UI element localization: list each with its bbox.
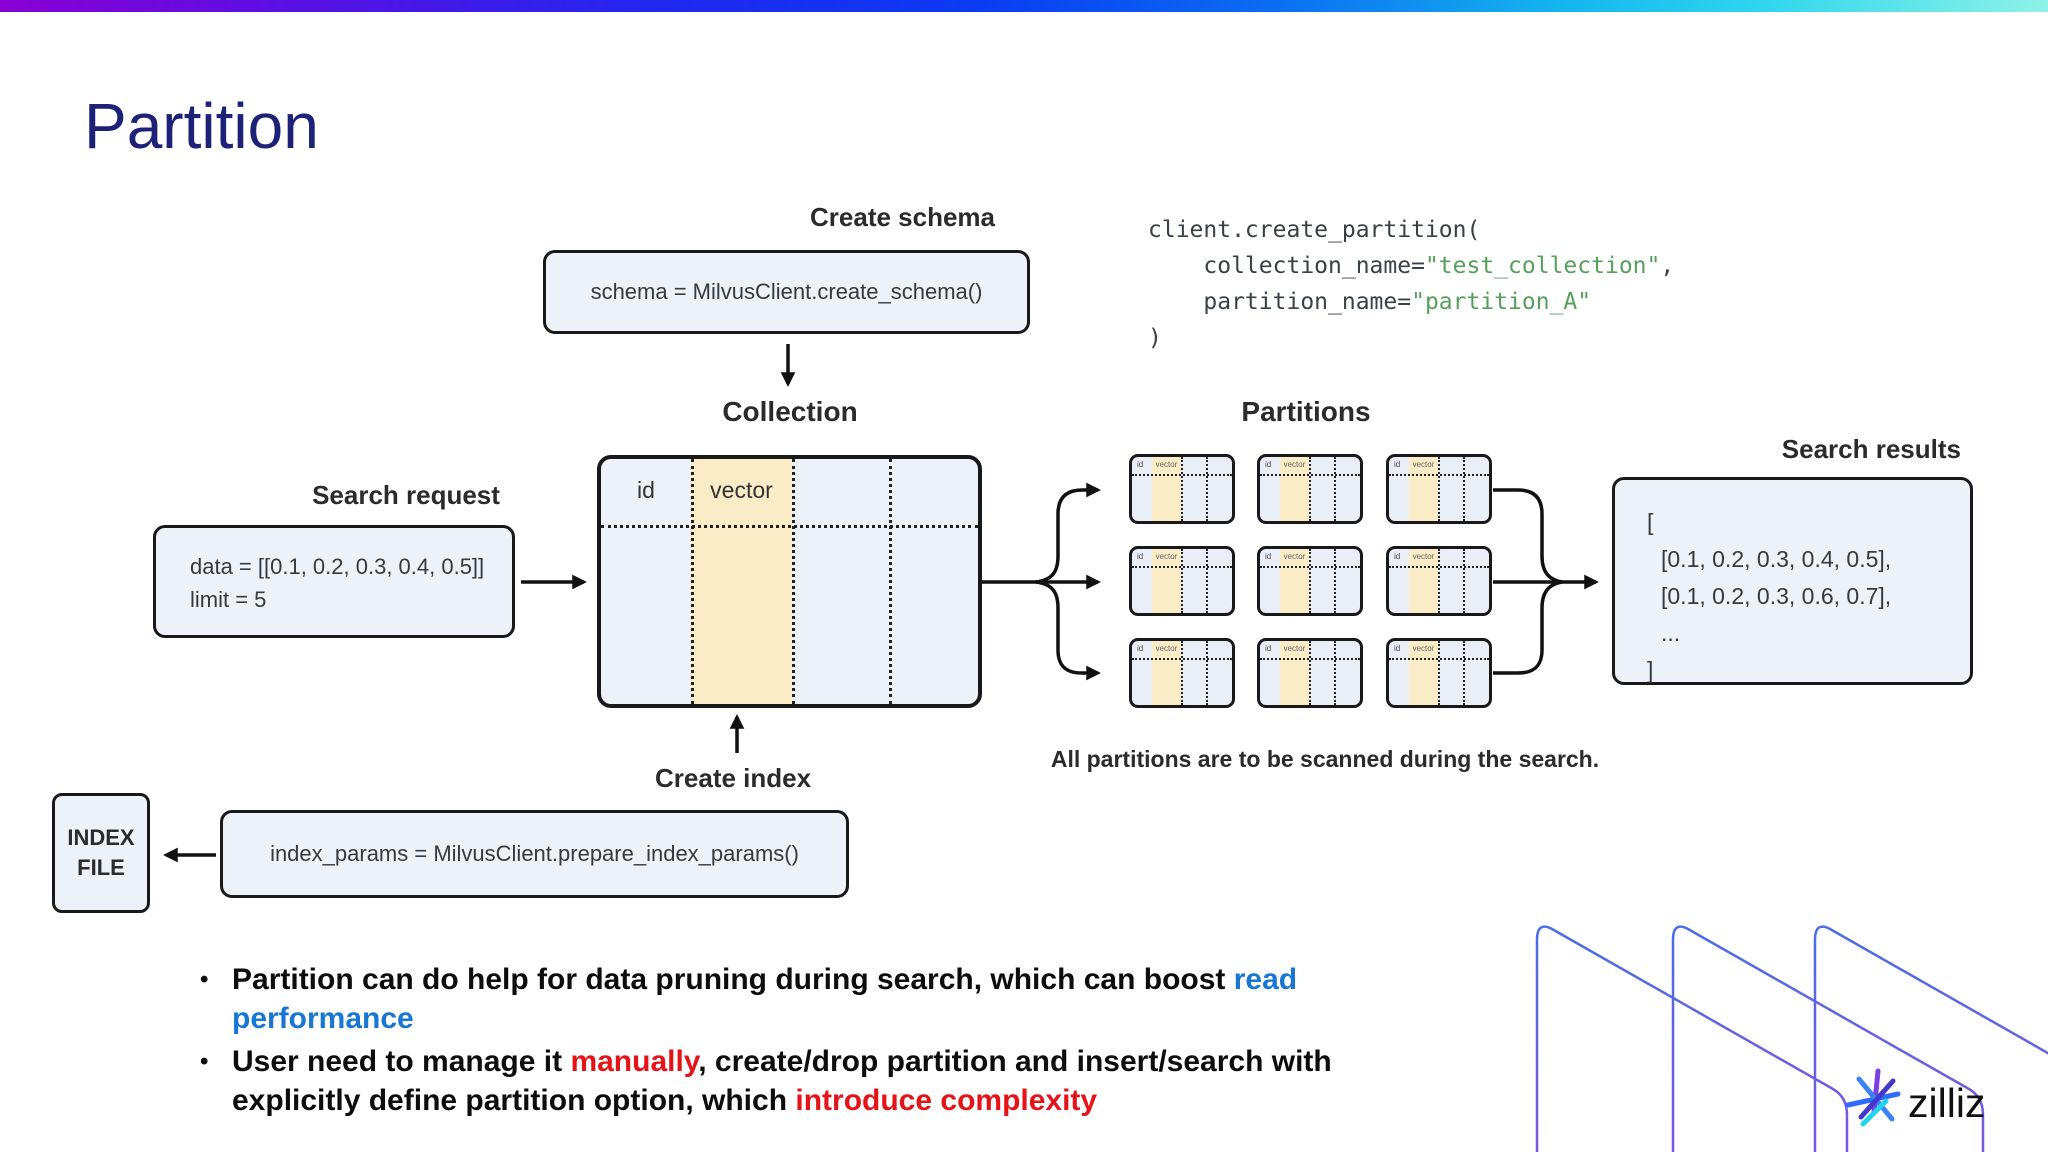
create-schema-label: Create schema [810, 202, 995, 232]
top-gradient-bar [0, 0, 2048, 12]
result-line: [0.1, 0.2, 0.3, 0.6, 0.7], [1661, 583, 1892, 609]
create-partition-code-snippet: client.create_partition( collection_name… [1148, 212, 1674, 356]
header-divider [601, 525, 978, 528]
bullet-list: • Partition can do help for data pruning… [200, 960, 1480, 1124]
result-line: ] [1647, 657, 1654, 683]
search-request-box: data = [[0.1, 0.2, 0.3, 0.4, 0.5]] limit… [153, 525, 515, 638]
zilliz-logo-text: zilliz [1908, 1080, 1986, 1126]
code-line: ) [1148, 325, 1162, 351]
create-schema-box: schema = MilvusClient.create_schema() [543, 250, 1030, 334]
partitions-label: Partitions [1241, 396, 1371, 427]
index-params-box: index_params = MilvusClient.prepare_inde… [220, 810, 849, 898]
column-divider [792, 459, 795, 704]
search-request-limit: limit = 5 [190, 587, 267, 612]
index-file-line2: FILE [77, 855, 125, 880]
search-request-data: data = [[0.1, 0.2, 0.3, 0.4, 0.5]] [190, 554, 485, 579]
create-index-label: Create index [655, 763, 812, 793]
code-line: collection_name="test_collection", [1148, 253, 1675, 279]
search-results-label: Search results [1781, 434, 1961, 464]
collection-table: id vector [597, 455, 982, 708]
search-results-box: [ [0.1, 0.2, 0.3, 0.4, 0.5], [0.1, 0.2, … [1612, 477, 1973, 685]
column-divider [889, 459, 892, 704]
result-line: ... [1661, 620, 1681, 646]
collection-id-column-label: id [637, 477, 655, 503]
index-file-box: INDEX FILE [52, 793, 150, 913]
result-line: [ [1647, 509, 1654, 535]
bullet-dot: • [200, 1048, 209, 1075]
result-line: [0.1, 0.2, 0.3, 0.4, 0.5], [1661, 546, 1892, 572]
index-params-code: index_params = MilvusClient.prepare_inde… [270, 841, 799, 866]
bullet-dot: • [200, 966, 209, 993]
search-request-label: Search request [312, 480, 500, 510]
vector-column-highlight [691, 459, 792, 704]
column-divider [691, 459, 694, 704]
page-title: Partition [84, 90, 319, 162]
scan-note: All partitions are to be scanned during … [1050, 746, 1600, 772]
index-file-line1: INDEX [67, 825, 135, 850]
create-schema-code: schema = MilvusClient.create_schema() [590, 279, 983, 304]
code-line: partition_name="partition_A" [1148, 289, 1592, 315]
bullet-read-performance: • Partition can do help for data pruning… [200, 960, 1480, 1038]
collection-label: Collection [722, 396, 858, 427]
bullet-manual-management: • User need to manage it manually, creat… [200, 1042, 1480, 1120]
collection-vector-column-label: vector [710, 477, 773, 503]
code-line: client.create_partition( [1148, 217, 1481, 243]
